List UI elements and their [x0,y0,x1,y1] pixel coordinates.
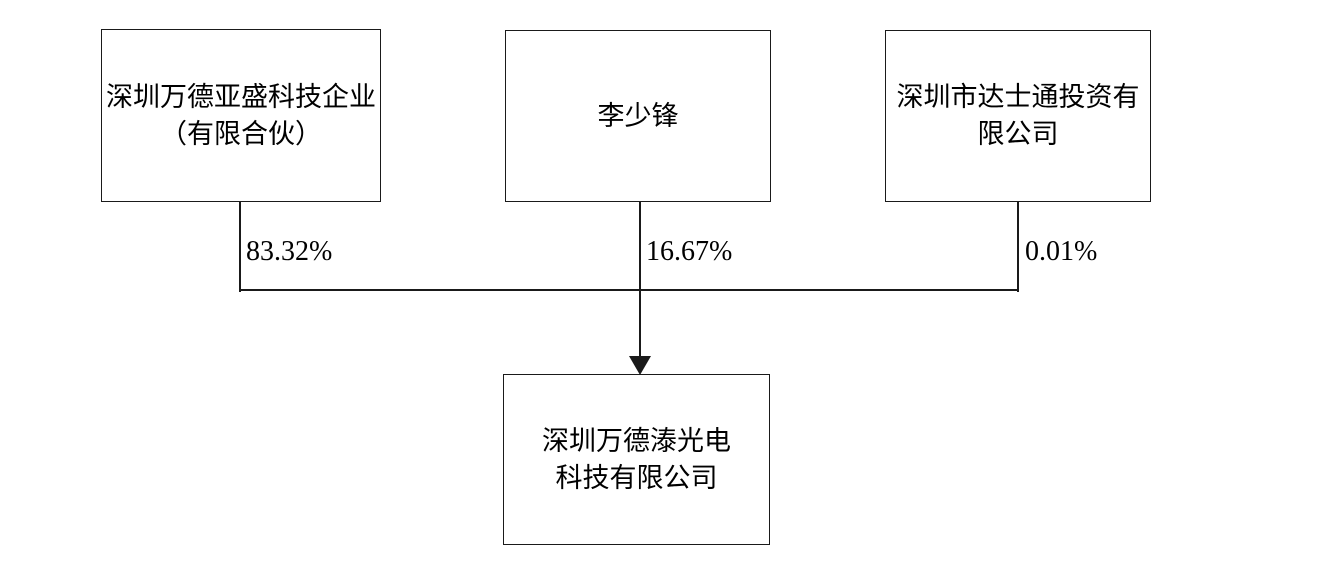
entity-box-shareholder-1: 深圳万德亚盛科技企业（有限合伙） [101,29,381,202]
ownership-percentage-shareholder-1: 83.32% [246,236,333,267]
ownership-percentage-shareholder-3: 0.01% [1025,236,1098,267]
arrow-down-icon [629,356,651,375]
ownership-percentage-shareholder-2: 16.67% [646,236,733,267]
connector-drop-shareholder-2 [639,202,641,292]
connector-horizontal-bus [239,289,1019,291]
entity-label-subsidiary: 深圳万德溙光电 科技有限公司 [542,425,731,493]
connector-drop-shareholder-3 [1017,202,1019,292]
connector-drop-shareholder-1 [239,202,241,292]
entity-box-shareholder-3: 深圳市达士通投资有限公司 [885,30,1151,202]
entity-box-subsidiary: 深圳万德溙光电 科技有限公司 [503,374,770,545]
entity-label-shareholder-3: 深圳市达士通投资有限公司 [896,82,1140,149]
connector-stem-to-subsidiary [639,289,641,359]
entity-box-shareholder-2: 李少锋 [505,30,771,202]
entity-label-shareholder-1: 深圳万德亚盛科技企业（有限合伙） [106,81,376,149]
entity-label-shareholder-2: 李少锋 [597,100,679,131]
